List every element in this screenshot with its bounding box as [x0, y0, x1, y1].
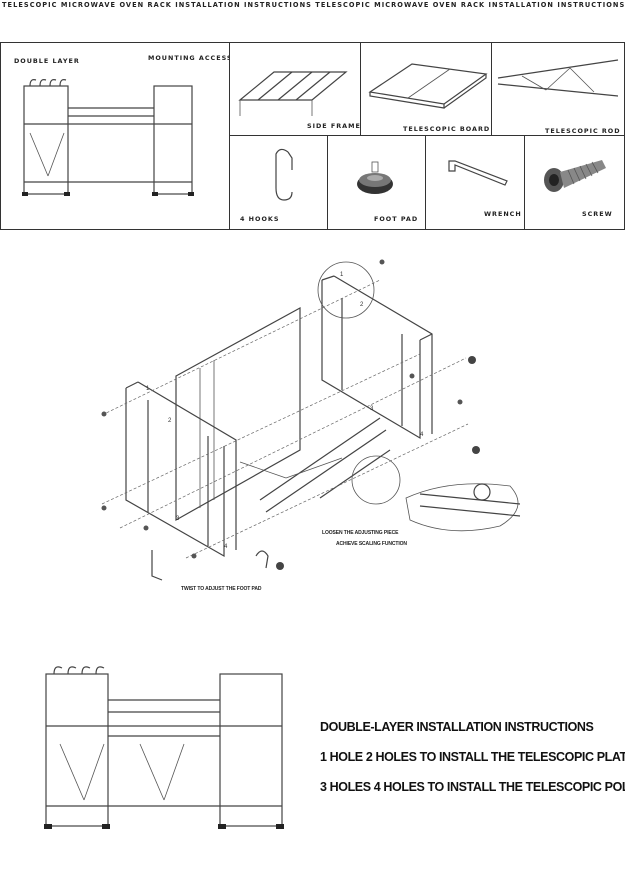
exploded-assembly-diagram: 1 2 3 4 1 2 3 4: [101, 259, 521, 581]
telescopic-rod-label: TELESCOPIC ROD: [545, 127, 621, 135]
hole-number-4-left: 4: [224, 544, 228, 550]
wrench-icon: [448, 160, 508, 186]
screw-label: SCREW: [582, 210, 613, 218]
mounting-accessories-label: MOUNTING ACCESSORIES: [148, 54, 260, 62]
side-frame-cell: [229, 42, 362, 137]
wrench-label: WRENCH: [484, 210, 522, 218]
hole-number-4-right: 4: [420, 432, 424, 438]
hooks-label: 4 HOOKS: [240, 215, 280, 223]
note-achieve-scaling: ACHIEVE SCALING FUNCTION: [336, 541, 407, 547]
telescopic-board-label: TELESCOPIC BOARD: [403, 125, 491, 133]
instruction-step-telescopic-plate: 1 HOLE 2 HOLES TO INSTALL THE TELESCOPIC…: [320, 750, 625, 764]
hook-icon: [275, 148, 293, 201]
hole-number-2-left: 2: [168, 418, 172, 424]
hole-number-3-left: 3: [176, 516, 180, 522]
double-layer-rack-illustration: [22, 79, 194, 196]
instruction-heading: DOUBLE-LAYER INSTALLATION INSTRUCTIONS: [320, 720, 594, 734]
hole-number-1-top: 1: [340, 272, 344, 278]
telescopic-rod-icon: [497, 59, 619, 97]
note-loosen-adjusting-piece: LOOSEN THE ADJUSTING PIECE: [322, 530, 399, 536]
side-frame-icon: [238, 71, 348, 116]
side-frame-label: SIDE FRAME: [307, 122, 361, 130]
double-layer-label: DOUBLE LAYER: [14, 57, 80, 65]
note-twist-foot-pad: TWIST TO ADJUST THE FOOT PAD: [181, 586, 262, 592]
foot-pad-icon: [357, 161, 393, 194]
hole-number-2-top: 2: [360, 302, 364, 308]
hole-number-1-left: 1: [146, 386, 150, 392]
hole-number-3-right: 3: [370, 406, 374, 412]
assembled-rack-illustration: [44, 666, 284, 829]
screw-icon: [544, 160, 606, 192]
foot-pad-label: FOOT PAD: [374, 215, 419, 223]
telescopic-board-icon: [368, 63, 488, 109]
page-header-title: TELESCOPIC MICROWAVE OVEN RACK INSTALLAT…: [2, 1, 625, 9]
instruction-step-telescopic-pole: 3 HOLES 4 HOLES TO INSTALL THE TELESCOPI…: [320, 780, 625, 794]
